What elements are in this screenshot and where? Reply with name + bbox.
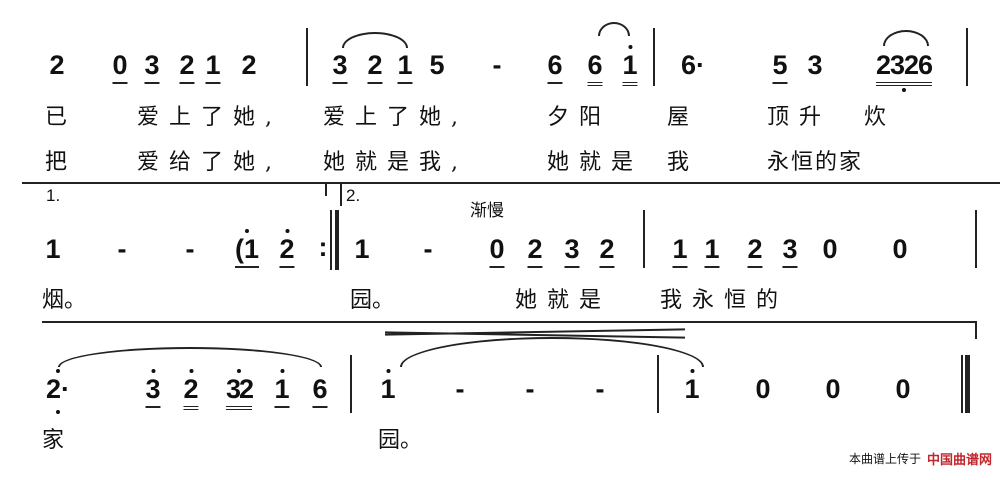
note: 0	[822, 234, 838, 264]
dash: -	[492, 50, 502, 80]
dash: -	[117, 234, 127, 264]
lyric: 她就是	[547, 150, 644, 175]
barline	[350, 355, 352, 413]
barline	[966, 28, 968, 86]
lyric: 顶升	[767, 105, 832, 130]
note: 6	[587, 50, 603, 86]
note: 3	[564, 234, 580, 268]
dash: -	[423, 234, 433, 264]
tempo-marking: 渐慢	[470, 201, 504, 220]
note: 5	[772, 50, 788, 84]
note: 6·	[680, 50, 706, 80]
lyric: 园。	[350, 288, 395, 313]
lyric: 她就是	[515, 288, 612, 313]
final-barline-thick	[965, 355, 970, 413]
note: 2	[747, 234, 763, 268]
slur	[58, 347, 322, 367]
lyric: 已	[45, 105, 78, 130]
lyric: 烟。	[42, 288, 87, 313]
note: 1	[684, 374, 700, 404]
fermata-slur	[598, 22, 630, 36]
watermark-text: 本曲谱上传于	[848, 452, 921, 466]
volta-end	[325, 182, 327, 196]
slur	[342, 32, 408, 48]
note: 2	[367, 50, 383, 84]
lyric: 园。	[378, 428, 423, 453]
lyric: 家	[42, 428, 75, 453]
note: 0	[489, 234, 505, 268]
lyric: 爱上了她,	[323, 105, 468, 130]
note: 3	[145, 374, 161, 408]
note: 2	[527, 234, 543, 268]
lyric: 爱给了她,	[137, 150, 282, 175]
lyric: 夕阳	[547, 105, 612, 130]
watermark-site-logo: 中国曲谱网	[926, 452, 992, 467]
note: 2	[49, 50, 65, 80]
volta-start	[340, 182, 342, 206]
divider-line	[42, 321, 977, 323]
lyric: 永恒的家	[767, 150, 864, 175]
dash: -	[185, 234, 195, 264]
note: 0	[755, 374, 771, 404]
final-barline-thin	[961, 355, 963, 413]
note-group: 2326	[875, 50, 933, 86]
dash: -	[455, 374, 465, 404]
barline	[643, 210, 645, 268]
volta-2-label: 2.	[346, 186, 361, 205]
note: 1	[672, 234, 688, 268]
dash: -	[525, 374, 535, 404]
note: 3	[782, 234, 798, 268]
note: 2	[599, 234, 615, 268]
lyric: 我永恒的	[660, 288, 789, 313]
note: 6	[312, 374, 328, 408]
note: 2·	[45, 374, 71, 404]
lyric: 爱上了她,	[137, 105, 282, 130]
note: 1	[704, 234, 720, 268]
repeat-sign: :	[318, 232, 328, 262]
slur	[883, 30, 929, 46]
note: 0	[112, 50, 128, 84]
barline	[653, 28, 655, 86]
note: 32	[225, 374, 254, 410]
lyric: 我	[667, 150, 700, 175]
note: 1	[354, 234, 370, 264]
note: 0	[892, 234, 908, 264]
repeat-barline	[330, 210, 332, 270]
note: (1	[234, 234, 260, 268]
note: 1	[274, 374, 290, 408]
volta-1-label: 1.	[46, 186, 61, 205]
barline	[657, 355, 659, 413]
note-fermata: 1	[380, 374, 396, 404]
note: 1	[205, 50, 221, 84]
watermark: 本曲谱上传于 中国曲谱网	[849, 449, 992, 468]
bracket-end	[975, 321, 977, 339]
note: 3	[332, 50, 348, 84]
note: 2	[279, 234, 295, 268]
note: 1	[397, 50, 413, 84]
lyric: 屋	[667, 105, 700, 130]
barline	[306, 28, 308, 86]
note: 2	[183, 374, 199, 410]
note: 6	[547, 50, 563, 84]
volta-line	[22, 182, 1000, 184]
repeat-barline-thick	[335, 210, 339, 270]
note: 3	[807, 50, 823, 80]
lyric: 把	[45, 150, 78, 175]
note: 0	[895, 374, 911, 404]
lyric: 炊	[864, 105, 897, 130]
note: 5	[429, 50, 445, 80]
note: 0	[825, 374, 841, 404]
dash: -	[595, 374, 605, 404]
note: 1	[622, 50, 638, 86]
lyric: 她就是我,	[323, 150, 468, 175]
note: 2	[241, 50, 257, 80]
note: 3	[144, 50, 160, 84]
note: 2	[179, 50, 195, 84]
barline	[975, 210, 977, 268]
note: 1	[45, 234, 61, 264]
